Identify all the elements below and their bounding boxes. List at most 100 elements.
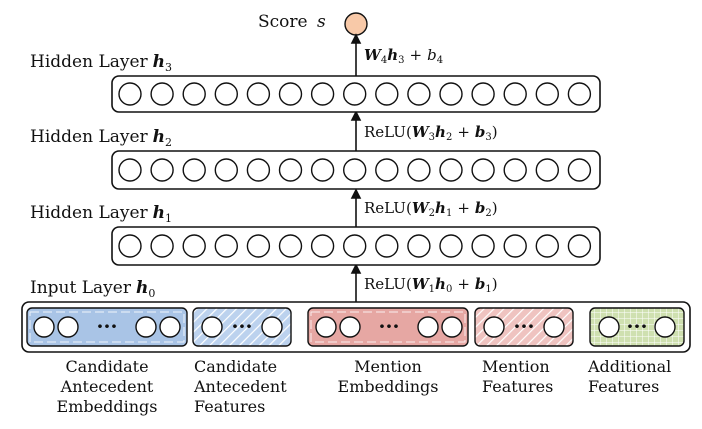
neuron-node — [278, 82, 303, 106]
svg-text:Features: Features — [482, 377, 553, 396]
neuron-node — [150, 82, 174, 106]
svg-text:Mention: Mention — [482, 357, 550, 376]
arrowhead-h3-to-score — [350, 33, 362, 44]
neuron-node — [118, 82, 142, 106]
svg-text:Antecedent: Antecedent — [60, 377, 154, 396]
neuron-node — [567, 158, 592, 182]
neuron-node — [439, 234, 463, 258]
neuron-node — [118, 158, 142, 182]
neuron-node — [343, 158, 367, 182]
input-node — [315, 316, 337, 338]
neuron-node — [343, 234, 367, 258]
input-group-mention-embeddings: ··· — [307, 307, 469, 347]
neuron-node — [535, 82, 559, 106]
caption-additional-features: Additional Features — [587, 357, 671, 396]
neuron-node — [182, 158, 206, 182]
svg-text:ReLU(W2h1+b2): ReLU(W2h1+b2) — [364, 199, 498, 219]
neuron-node — [214, 158, 239, 182]
neuron-node — [118, 234, 142, 258]
input-node — [33, 316, 55, 338]
ellipsis: ··· — [379, 314, 400, 338]
neuron-node — [407, 158, 431, 182]
svg-text:Additional: Additional — [587, 357, 671, 376]
input-node — [483, 316, 505, 338]
svg-text:Embeddings: Embeddings — [338, 377, 439, 396]
neuron-node — [150, 158, 174, 182]
hidden-layer-h3 — [111, 75, 601, 113]
neuron-node — [214, 234, 239, 258]
ellipsis: ··· — [232, 314, 253, 338]
neuron-node — [182, 82, 206, 106]
svg-text:W4h3+b4: W4h3+b4 — [364, 46, 443, 66]
input-node — [261, 316, 283, 338]
neuron-node — [375, 158, 399, 182]
neuron-node — [503, 158, 527, 182]
neuron-node — [278, 234, 303, 258]
equation-top: W4h3+b4 — [364, 46, 443, 66]
input-group-additional-features: ··· — [589, 307, 685, 347]
neuron-node — [407, 234, 431, 258]
neuron-node — [246, 158, 271, 182]
input-node — [135, 316, 157, 338]
caption-mention-features: Mention Features — [482, 357, 553, 396]
neuron-node — [503, 234, 527, 258]
neuron-node — [471, 158, 495, 182]
arrowhead-h1-to-h2 — [350, 188, 362, 199]
caption-mention-embeddings: Mention Embeddings — [338, 357, 439, 396]
neuron-node — [246, 82, 271, 106]
input-node — [57, 316, 79, 338]
neuron-node — [535, 158, 559, 182]
hidden-layer-h2 — [111, 150, 601, 190]
svg-text:Antecedent: Antecedent — [193, 377, 287, 396]
input-node — [159, 316, 181, 338]
caption-candidate-antecedent-embeddings: Candidate Antecedent Embeddings — [57, 357, 158, 416]
neuron-node — [567, 82, 592, 106]
neuron-node — [471, 234, 495, 258]
neuron-node — [567, 234, 592, 258]
neuron-node — [246, 234, 271, 258]
input-group-candidate-antecedent-features: ··· — [192, 307, 292, 347]
neuron-node — [182, 234, 206, 258]
caption-candidate-antecedent-features: Candidate Antecedent Features — [193, 357, 287, 416]
svg-text:Candidate: Candidate — [65, 357, 148, 376]
score-output: Score s — [258, 12, 368, 36]
arrowhead-h0-to-h1 — [350, 263, 362, 274]
input-node — [654, 316, 676, 338]
ellipsis: ··· — [627, 314, 648, 338]
svg-text:Embeddings: Embeddings — [57, 397, 158, 416]
neuron-node — [407, 82, 431, 106]
ellipsis: ··· — [514, 314, 535, 338]
neuron-node — [310, 82, 335, 106]
neuron-node — [471, 82, 495, 106]
neuron-node — [535, 234, 559, 258]
equation-upper: ReLU(W3h2+b3) — [364, 123, 498, 143]
svg-text:Features: Features — [588, 377, 659, 396]
neuron-node — [310, 234, 335, 258]
neuron-node — [343, 82, 367, 106]
neuron-node — [375, 82, 399, 106]
input-node — [339, 316, 361, 338]
neuron-node — [214, 82, 239, 106]
input-node — [598, 316, 620, 338]
input-node — [441, 316, 463, 338]
equation-middle: ReLU(W2h1+b2) — [364, 199, 498, 219]
neuron-node — [278, 158, 303, 182]
neuron-node — [310, 158, 335, 182]
input-node — [201, 316, 223, 338]
neuron-node — [439, 158, 463, 182]
input-node — [417, 316, 439, 338]
score-label: Score — [258, 12, 308, 32]
neuron-node — [375, 234, 399, 258]
svg-text:Mention: Mention — [354, 357, 422, 376]
svg-text:ReLU(W3h2+b3): ReLU(W3h2+b3) — [364, 123, 498, 143]
input-group-candidate-antecedent-embeddings: ··· — [26, 307, 188, 347]
score-symbol: s — [317, 12, 326, 32]
